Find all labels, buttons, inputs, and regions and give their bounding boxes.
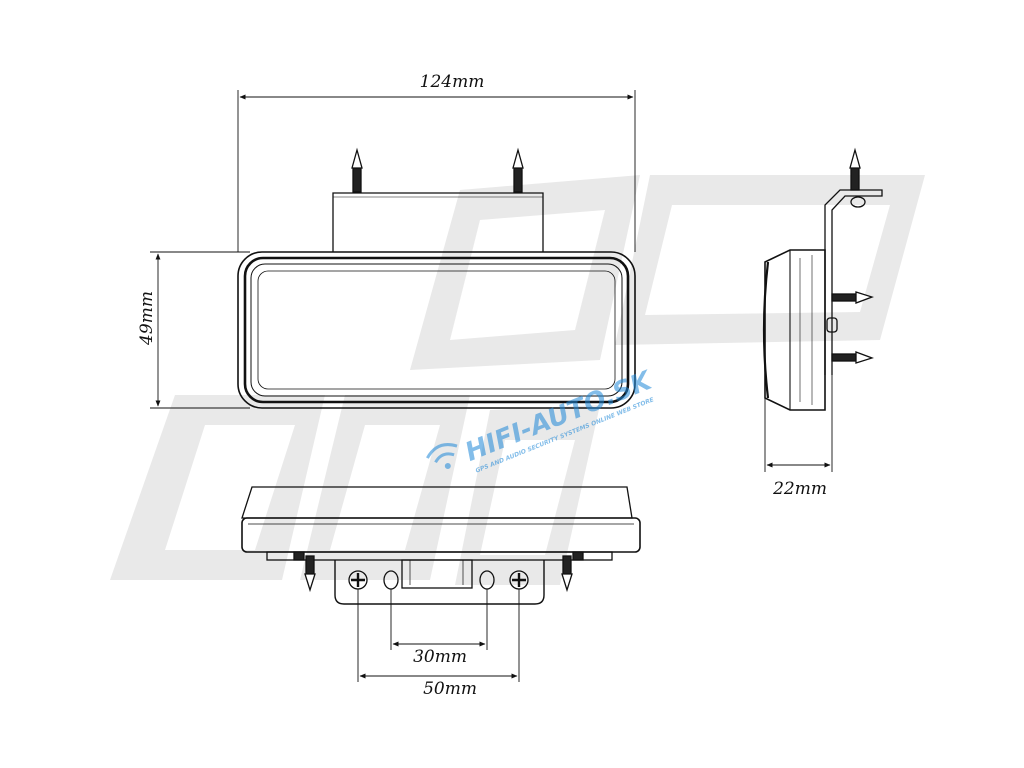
bottom-view — [241, 486, 641, 605]
screw-right — [509, 570, 529, 590]
stud-left — [351, 147, 363, 193]
side-stud-top — [849, 147, 866, 208]
dimension-width: 124mm — [237, 72, 636, 252]
side-stud-upper — [831, 291, 875, 304]
bottom-stud-right — [561, 551, 584, 593]
dimension-height: 49mm — [137, 251, 250, 409]
screw-left — [348, 570, 368, 590]
side-stud-lower — [831, 351, 875, 364]
dimension-hole-outer: 50mm — [357, 589, 520, 699]
dimension-hole-inner-label: 30mm — [413, 647, 467, 667]
dimension-hole-inner: 30mm — [390, 589, 488, 667]
dimension-depth: 22mm — [764, 375, 833, 499]
dimension-hole-outer-label: 50mm — [423, 679, 477, 699]
dimension-height-label: 49mm — [137, 291, 157, 346]
stud-right — [512, 147, 524, 193]
side-view — [762, 147, 883, 411]
front-view — [237, 147, 636, 409]
dimension-depth-label: 22mm — [772, 479, 827, 499]
wifi-icon — [426, 443, 458, 469]
bottom-stud-left — [293, 551, 316, 593]
dimension-width-label: 124mm — [420, 72, 485, 92]
watermark-background — [110, 175, 925, 585]
